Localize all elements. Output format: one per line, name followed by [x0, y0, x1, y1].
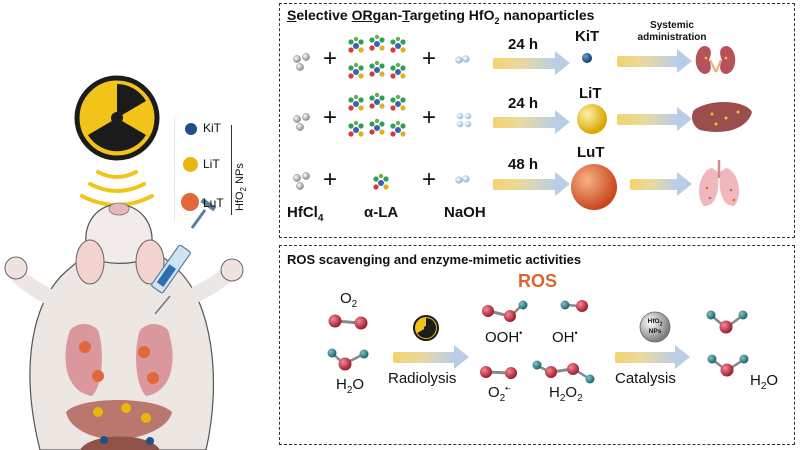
- h2o-product-molecule-1: [706, 310, 748, 334]
- nanoparticle-legend: KiT LiT LuT HfO2 NPs: [174, 117, 269, 221]
- lit-legend-dot: [183, 157, 198, 172]
- administration-arrow-row3: [630, 172, 692, 196]
- legend-bracket: [231, 125, 232, 215]
- ooh-molecule: [482, 300, 528, 322]
- lit-particle: [577, 104, 607, 134]
- h2o-product-molecule-2: [707, 354, 749, 377]
- oh-molecule: [560, 300, 588, 312]
- reaction-time-row1: 24 h: [508, 36, 539, 53]
- lut-product-label: LuT: [577, 144, 605, 161]
- kit-legend-dot: [185, 123, 197, 135]
- ros-label: ROS: [518, 271, 558, 291]
- reaction-time-row2: 24 h: [508, 95, 539, 112]
- reaction-time-row3: 48 h: [508, 156, 539, 173]
- plus-sign: +: [422, 104, 437, 131]
- catalysis-arrow: [615, 345, 690, 369]
- plus-sign: +: [422, 166, 437, 193]
- radiation-small-icon: [413, 315, 439, 341]
- radiolysis-label: Radiolysis: [388, 370, 457, 387]
- liver-icon: [692, 101, 752, 132]
- h2o2-molecule: [532, 360, 595, 384]
- h2o2-label: H2O2: [549, 384, 583, 404]
- catalysis-label: Catalysis: [615, 370, 676, 387]
- hfcl4-label: HfCl4: [287, 204, 324, 224]
- lungs-icon: [698, 160, 740, 206]
- h2o-label: H2O: [336, 376, 365, 396]
- reaction-arrow-row2: [493, 110, 570, 134]
- reaction-arrow-row1: [493, 51, 570, 75]
- h2o-molecule: [327, 348, 369, 371]
- superoxide-label: O2•-: [488, 384, 511, 404]
- liver-nanoparticles: [93, 403, 151, 423]
- lung-nanoparticles: [79, 341, 159, 384]
- lut-legend-label: LuT: [203, 196, 224, 210]
- superoxide-molecule: [480, 366, 517, 379]
- alpha-la-label: α-LA: [364, 204, 399, 221]
- radiolysis-arrow: [393, 345, 469, 369]
- lut-particle: [571, 164, 617, 210]
- administration-arrow-row1: [617, 49, 692, 73]
- syringe-icon: [151, 197, 217, 315]
- plus-sign: +: [323, 45, 338, 72]
- h2o-product-label: H2O: [750, 372, 779, 392]
- lit-legend-label: LiT: [203, 157, 220, 171]
- kit-legend-label: KiT: [203, 121, 221, 135]
- catalyst-sphere: [639, 311, 671, 343]
- ros-panel-title: ROS scavenging and enzyme-mimetic activi…: [287, 252, 582, 267]
- kidney-icon: [695, 46, 736, 74]
- plus-sign: +: [323, 166, 338, 193]
- reaction-arrow-row3: [493, 172, 570, 196]
- kit-particle: [582, 53, 592, 63]
- ooh-label: OOH•: [485, 328, 523, 346]
- plus-sign: +: [422, 45, 437, 72]
- o2-molecule: [328, 314, 368, 330]
- administration-arrow-row2: [617, 107, 692, 131]
- plus-sign: +: [323, 104, 338, 131]
- lut-legend-dot: [181, 193, 199, 211]
- synthesis-panel: [279, 3, 795, 238]
- mouse-body: [4, 202, 244, 450]
- o2-label: O2: [340, 290, 358, 310]
- kit-product-label: KiT: [575, 28, 600, 45]
- synthesis-title: Selective ORgan-Targeting HfO2 nanoparti…: [287, 7, 595, 26]
- naoh-label: NaOH: [444, 204, 486, 221]
- oh-label: OH•: [552, 328, 578, 346]
- ros-panel: [279, 245, 795, 445]
- kidney-nanoparticles: [100, 436, 154, 445]
- radiation-icon: [74, 75, 160, 161]
- lit-product-label: LiT: [579, 85, 602, 102]
